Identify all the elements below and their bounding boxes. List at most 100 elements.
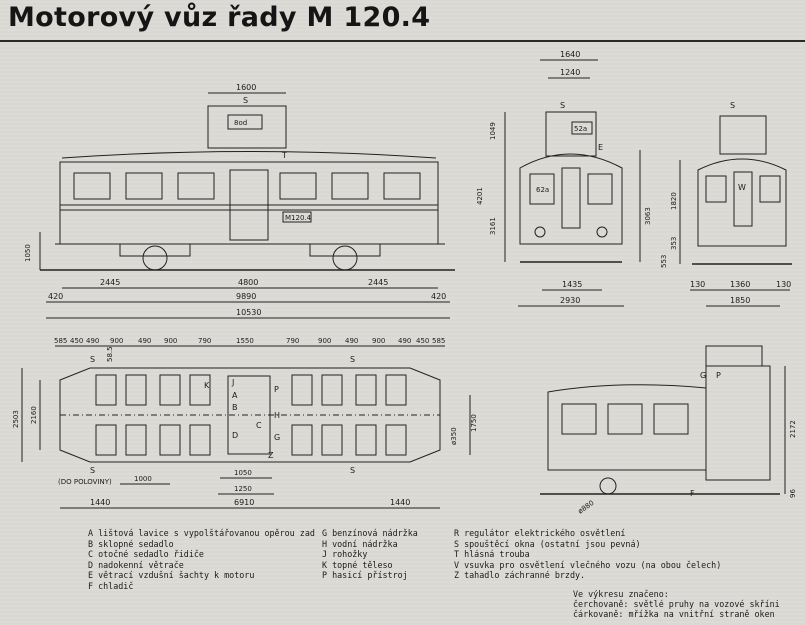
side-windows: [73, 169, 421, 241]
dim-350: ø350: [450, 427, 458, 445]
seat: [291, 424, 313, 456]
plan-letter: S: [90, 355, 95, 364]
car-body: [59, 161, 439, 245]
front-letter-e: E: [598, 143, 603, 152]
rear-body: [697, 158, 787, 247]
bogie-right: [309, 243, 381, 257]
legend-item: E větrací vzdušní šachty k motoru: [88, 570, 255, 581]
seat: [385, 374, 407, 406]
section-body: [547, 384, 707, 471]
dim-2172: 2172: [789, 420, 797, 438]
plan-dim: 585: [54, 337, 67, 345]
notes-item: čárkovaně: mřížka na vnitřní straně oken: [573, 609, 775, 620]
seat: [159, 424, 181, 456]
plan-dim: 585: [432, 337, 445, 345]
plan-dim: 490: [86, 337, 99, 345]
plan-letter: S: [350, 355, 355, 364]
rear-roof-cab: [719, 115, 767, 155]
dim-1440-right: 1440: [390, 498, 410, 507]
plan-seats: [95, 374, 407, 456]
dim-2503: 2503: [12, 410, 20, 428]
legend-item: Z tahadlo záchranné brzdy.: [454, 570, 586, 581]
roof-cab: [207, 105, 287, 149]
window: [73, 172, 111, 200]
legend-column-2: G benzínová nádržka H vodní nádržka J ro…: [322, 528, 418, 581]
dim-1850: 1850: [730, 296, 750, 305]
legend-item: F chladič: [88, 580, 134, 591]
legend-column-3: R regulátor elektrického osvětlení S spo…: [454, 528, 721, 581]
legend-item: P hasicí přístroj: [322, 570, 408, 581]
front-door: [561, 167, 581, 229]
dim-3063: 3063: [644, 207, 652, 225]
front-window-left: [529, 173, 555, 205]
front-letter-s: S: [560, 101, 565, 110]
rear-letter-s: S: [730, 101, 735, 110]
dim-length-2: 4800: [238, 278, 258, 287]
roof-line: [61, 151, 437, 159]
legend-item: B sklopné sedadlo: [88, 538, 174, 549]
window: [561, 403, 597, 435]
plan-letter: S: [90, 466, 95, 475]
dim-96: 96: [789, 489, 797, 498]
notes-heading: Ve výkresu značeno:: [573, 589, 669, 599]
dim-1050: 1050: [24, 244, 32, 262]
legend-item: H vodní nádržka: [322, 538, 398, 549]
dim-2930: 2930: [560, 296, 580, 305]
plan-letter: K: [204, 381, 210, 390]
front-window-right: [587, 173, 613, 205]
dim-1000: 1000: [134, 475, 152, 483]
title-rule: [0, 40, 805, 42]
dim-4201: 4201: [476, 187, 484, 205]
seat: [189, 374, 211, 406]
section-letter-p: P: [716, 371, 721, 380]
page-title: Motorový vůz řady M 120.4: [8, 2, 431, 33]
plan-dim: 900: [164, 337, 177, 345]
plan-letter: C: [256, 421, 262, 430]
front-view: 1640 1240 S 52a E 62a 1049 4201 3161 306…: [476, 50, 652, 307]
plan-letter: D: [232, 431, 238, 440]
window: [125, 172, 163, 200]
dim-wheelbase: 9890: [236, 292, 256, 301]
side-view: S 8od 1600 T M120.4: [24, 83, 455, 319]
plan-driver-area: [227, 375, 271, 455]
plan-letters: S S K J A B C D Z S S P H G: [90, 355, 355, 475]
legend-item: V vsuvka pro osvětlení vlečného vozu (na…: [454, 559, 722, 570]
rear-letter-w: W: [738, 183, 746, 192]
dim-rear-130-right: 130: [776, 280, 791, 289]
roof-letter-s: S: [243, 96, 248, 105]
bogie-left: [119, 243, 191, 257]
dim-6910: 6910: [234, 498, 254, 507]
seat: [291, 374, 313, 406]
window: [279, 172, 317, 200]
plan-letter: H: [274, 411, 280, 420]
roof-plate-number: 8od: [234, 119, 247, 127]
dim-total-length: 10530: [236, 308, 261, 317]
dim-3161: 3161: [489, 217, 497, 235]
plan-letter: G: [274, 433, 280, 442]
section-windows: [561, 403, 689, 435]
dim-1440-left: 1440: [90, 498, 110, 507]
plan-dim: 1550: [236, 337, 254, 345]
legend-item: C otočné sedadlo řidiče: [88, 549, 204, 560]
seat: [321, 374, 343, 406]
section-engine-bay: [705, 365, 771, 481]
door: [229, 169, 269, 241]
section-letter-g: G: [700, 371, 706, 380]
seat: [189, 424, 211, 456]
front-body: [519, 153, 623, 245]
seat: [159, 374, 181, 406]
plan-letter: B: [232, 403, 238, 412]
dim-rear-1360: 1360: [730, 280, 750, 289]
window: [177, 172, 215, 200]
plan-dim: 790: [198, 337, 211, 345]
dim-2160: 2160: [30, 406, 38, 424]
plan-dim: 900: [318, 337, 331, 345]
plan-outline: [59, 367, 441, 463]
seat: [95, 374, 117, 406]
seat: [385, 424, 407, 456]
wheel-right: [332, 245, 358, 271]
plan-dim: 490: [345, 337, 358, 345]
legend-item: R regulátor elektrického osvětlení: [454, 528, 626, 538]
